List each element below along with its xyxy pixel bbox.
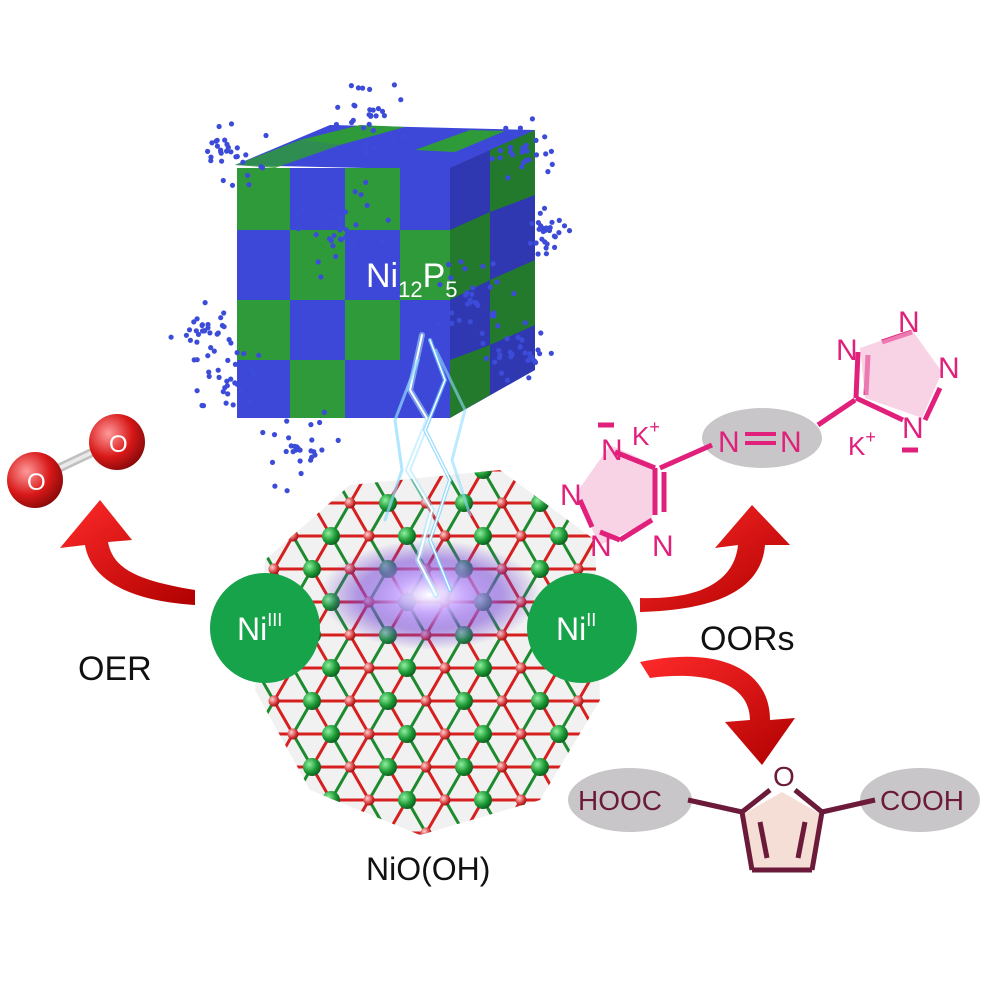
svg-text:N: N <box>590 530 612 563</box>
ni12p5-cube <box>235 125 535 418</box>
svg-text:COOH: COOH <box>880 785 964 816</box>
svg-text:O: O <box>109 431 128 458</box>
azotetrazolate-structure: N N N N N N K+ N N N N K+ <box>560 306 960 563</box>
ni-ii-site: NiII <box>527 573 637 683</box>
svg-text:K+: K+ <box>848 427 876 461</box>
ni-iii-site: NiIII <box>210 573 320 683</box>
svg-text:N: N <box>902 412 924 445</box>
o2-molecule-icon: O O <box>7 414 145 508</box>
curved-arrow-icon <box>60 500 795 765</box>
plasma-glow <box>320 540 540 650</box>
fdca-structure: O HOOC COOH <box>568 761 980 873</box>
svg-text:N: N <box>938 352 960 385</box>
oors-label: OORs <box>700 620 794 658</box>
phosphorus-dots <box>168 82 573 494</box>
svg-text:N: N <box>898 306 920 339</box>
svg-text:HOOC: HOOC <box>578 785 662 816</box>
svg-text:K+: K+ <box>632 417 660 451</box>
svg-text:O: O <box>773 761 795 792</box>
svg-text:NiIII: NiIII <box>237 610 282 647</box>
catalyst-label: Ni12P5 <box>366 257 458 302</box>
azo-oval <box>702 408 822 468</box>
svg-text:O: O <box>27 469 46 496</box>
cooh-oval <box>860 768 980 832</box>
svg-text:N: N <box>780 426 802 459</box>
svg-text:N: N <box>836 334 858 367</box>
nio-oh-label: NiO(OH) <box>366 851 490 887</box>
hooc-oval <box>568 768 692 832</box>
svg-text:N: N <box>718 426 740 459</box>
lightning-icon <box>383 332 472 598</box>
oer-label: OER <box>78 650 152 688</box>
svg-text:N: N <box>601 434 623 467</box>
svg-text:N: N <box>652 530 674 563</box>
svg-text:NiII: NiII <box>556 610 596 647</box>
svg-text:N: N <box>560 479 582 512</box>
